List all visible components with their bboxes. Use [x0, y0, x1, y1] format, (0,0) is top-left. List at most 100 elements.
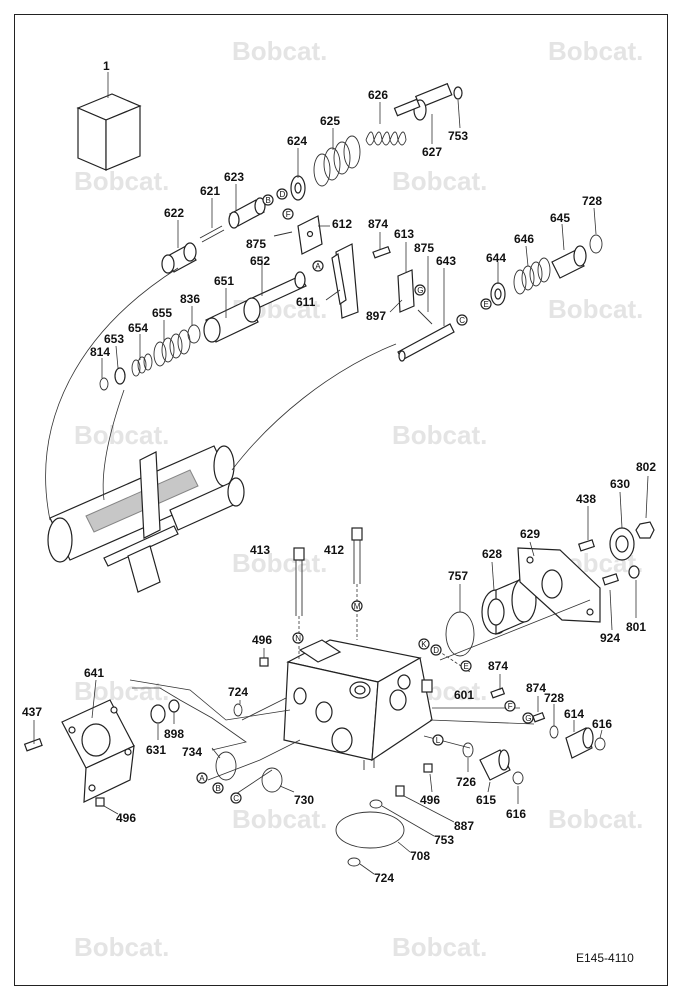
- marker-g: G: [522, 712, 534, 724]
- part-616-clip: [594, 737, 606, 751]
- label-875: 875: [246, 237, 266, 251]
- part-924-bolt: [602, 573, 619, 586]
- label-624: 624: [287, 134, 307, 148]
- marker-f: F: [504, 700, 516, 712]
- label-924: 924: [600, 631, 620, 645]
- part-724-oring: [233, 703, 243, 717]
- label-412: 412: [324, 543, 344, 557]
- label-641: 641: [84, 666, 104, 680]
- part-875-pin: [273, 231, 433, 325]
- label-708: 708: [410, 849, 430, 863]
- watermark: Bobcat.: [548, 36, 643, 66]
- part-622-plug: [161, 242, 197, 274]
- part-887-plug: [395, 785, 405, 797]
- part-623-sleeve: [228, 197, 266, 229]
- svg-text:L: L: [436, 736, 441, 745]
- marker-a: A: [312, 260, 324, 272]
- svg-text:N: N: [295, 634, 301, 643]
- marker-m: M: [351, 600, 363, 612]
- label-645: 645: [550, 211, 570, 225]
- part-1-box: [76, 72, 142, 171]
- part-630-nut: [609, 527, 635, 561]
- label-612: 612: [332, 217, 352, 231]
- part-628-adapter: [481, 577, 537, 635]
- svg-text:A: A: [199, 774, 205, 783]
- part-726-oring: [462, 742, 474, 758]
- label-630: 630: [610, 477, 630, 491]
- svg-text:Bobcat.: Bobcat.: [232, 804, 327, 834]
- part-437-bolt: [23, 737, 43, 752]
- svg-text:C: C: [459, 316, 465, 325]
- svg-text:Bobcat.: Bobcat.: [232, 36, 327, 66]
- part-631-plug: [150, 704, 166, 724]
- part-611-lever: [331, 243, 359, 319]
- part-644-washer: [490, 282, 506, 306]
- part-625-spring: [313, 135, 361, 187]
- svg-text:Bobcat.: Bobcat.: [74, 932, 169, 962]
- part-601-valve-body: [283, 639, 433, 770]
- label-614: 614: [564, 707, 584, 721]
- svg-text:Bobcat.: Bobcat.: [392, 932, 487, 962]
- part-616-clip: [512, 771, 524, 785]
- label-801: 801: [626, 620, 646, 634]
- label-1: 1: [103, 59, 110, 73]
- svg-text:B: B: [216, 784, 221, 793]
- part-898-plug: [168, 699, 180, 713]
- marker-l: L: [432, 734, 444, 746]
- svg-text:Bobcat.: Bobcat.: [74, 166, 169, 196]
- label-655: 655: [152, 306, 172, 320]
- part-629-plate: [517, 547, 601, 623]
- label-874: 874: [488, 659, 508, 673]
- marker-c: C: [230, 792, 242, 804]
- part-624-washer: [290, 175, 306, 201]
- watermark: Bobcat.: [392, 932, 487, 962]
- part-874-pin: [532, 711, 546, 723]
- part-734-oring: [215, 751, 237, 781]
- label-898: 898: [164, 727, 184, 741]
- label-802: 802: [636, 460, 656, 474]
- label-644: 644: [486, 251, 506, 265]
- svg-text:Bobcat.: Bobcat.: [392, 166, 487, 196]
- marker-d: D: [276, 188, 288, 200]
- marker-g: G: [414, 284, 426, 296]
- svg-text:Bobcat.: Bobcat.: [232, 548, 327, 578]
- marker-b: B: [212, 782, 224, 794]
- part-643-rod: [397, 323, 455, 362]
- marker-a: A: [196, 772, 208, 784]
- label-611: 611: [296, 295, 316, 309]
- label-496: 496: [116, 811, 136, 825]
- part-612-bracket: [297, 215, 323, 255]
- label-413: 413: [250, 543, 270, 557]
- label-753: 753: [434, 833, 454, 847]
- label-730: 730: [294, 793, 314, 807]
- part-496-nut: [259, 657, 269, 667]
- label-616: 616: [506, 807, 526, 821]
- part-802-nut: [635, 475, 655, 539]
- label-814: 814: [90, 345, 110, 359]
- watermark: Bobcat.: [74, 676, 169, 706]
- label-651: 651: [214, 274, 234, 288]
- part-874-pin: [372, 245, 391, 259]
- watermark: Bobcat.: [392, 420, 487, 450]
- label-628: 628: [482, 547, 502, 561]
- part-labels: 1 626 625 624 753 627 623 621 622 612 87…: [22, 59, 656, 885]
- part-653-washer: [114, 367, 126, 385]
- label-757: 757: [448, 569, 468, 583]
- part-651-spool: [203, 297, 261, 343]
- part-728-oring: [589, 234, 603, 254]
- svg-text:G: G: [417, 286, 423, 295]
- label-836: 836: [180, 292, 200, 306]
- part-708-oring: [335, 811, 405, 849]
- svg-text:D: D: [433, 646, 439, 655]
- label-621: 621: [200, 184, 220, 198]
- label-627: 627: [422, 145, 442, 159]
- part-412-bolt: [351, 527, 363, 640]
- label-616: 616: [592, 717, 612, 731]
- svg-text:E: E: [464, 662, 469, 671]
- svg-text:A: A: [315, 262, 321, 271]
- svg-text:Bobcat.: Bobcat.: [74, 676, 169, 706]
- watermark: Bobcat.: [548, 294, 643, 324]
- part-641-cover: [61, 699, 135, 803]
- watermark: Bobcat.: [232, 548, 327, 578]
- leader-lines: [33, 99, 637, 875]
